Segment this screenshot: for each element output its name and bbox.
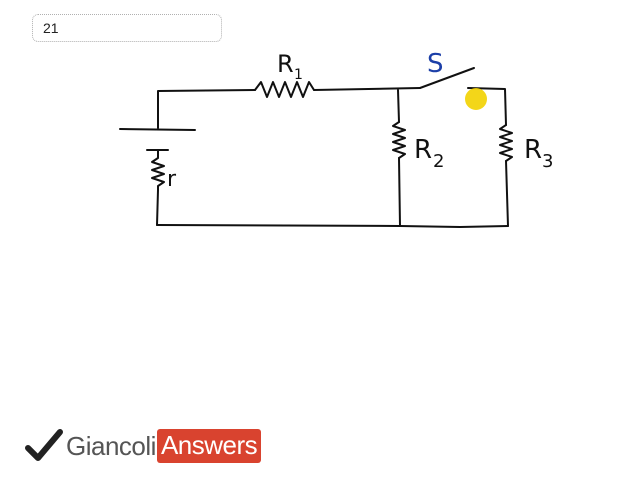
wire-bottom	[156, 224, 509, 228]
label-switch: S	[427, 49, 444, 79]
logo-word-giancoli: Giancoli	[66, 430, 156, 461]
wire-top-right	[467, 87, 507, 126]
label-r1: R	[277, 50, 294, 78]
label-r1-sub: 1	[294, 67, 303, 83]
checkmark-icon	[25, 429, 63, 461]
wire-r2-top	[397, 89, 400, 123]
battery-long-plate	[119, 128, 196, 131]
wire-top-middle	[313, 87, 421, 91]
wire-r3-bottom	[505, 160, 509, 227]
label-internal-r: r	[167, 167, 177, 192]
resistor-r3	[499, 124, 513, 162]
resistor-r1	[254, 81, 315, 98]
label-r3: R	[524, 135, 542, 165]
wire-top-left	[157, 89, 256, 129]
label-r2-sub: 2	[433, 151, 444, 172]
wire-r2-bottom	[398, 157, 401, 227]
label-r3-sub: 3	[542, 151, 553, 172]
switch-blade	[419, 67, 475, 89]
giancoli-answers-logo: Giancoli Answers	[24, 428, 262, 464]
label-r2: R	[414, 135, 432, 165]
resistor-r2	[392, 121, 406, 159]
cursor-highlight	[465, 88, 487, 110]
page-number-box: 21	[32, 14, 222, 42]
logo-word-answers: Answers	[156, 429, 262, 463]
resistor-internal	[151, 149, 165, 191]
page-number: 21	[43, 20, 59, 36]
wire-left-bottom	[156, 189, 159, 226]
